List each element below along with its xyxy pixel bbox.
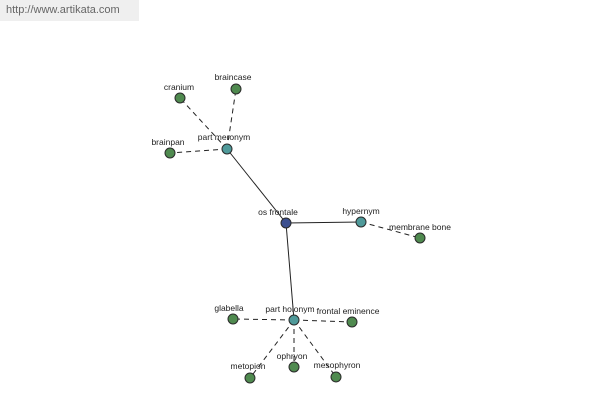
node-label-frontal-eminence[interactable]: frontal eminence [317,306,380,316]
node-label-part-holonym[interactable]: part holonym [265,304,314,314]
node-label-braincase[interactable]: braincase [215,72,252,82]
edge-part-meronym-to-cranium [179,97,228,150]
node-label-brainpan[interactable]: brainpan [151,137,184,147]
node-part-holonym[interactable] [288,314,300,326]
edge-part-holonym-to-glabella [232,318,295,321]
edge-part-meronym-to-braincase [226,88,237,150]
nodes-layer [164,83,426,384]
edge-os-frontale-to-part-holonym [285,222,295,321]
node-label-membrane-bone[interactable]: membrane bone [389,222,451,232]
edges-layer [169,88,421,379]
edge-part-holonym-to-frontal-eminence [293,319,353,323]
node-label-hypernym[interactable]: hypernym [342,206,379,216]
node-frontal-eminence[interactable] [346,316,358,328]
site-link[interactable]: http://www.artikata.com [6,4,120,16]
labels-layer: os frontale part meronym hypernym part holo… [151,72,451,371]
node-mesophyron[interactable] [330,371,342,383]
node-label-os-frontale[interactable]: os frontale [258,207,298,217]
edge-part-holonym-to-mesophyron [293,319,337,378]
node-ophryon[interactable] [288,361,300,373]
node-label-ophryon[interactable]: ophryon [277,351,308,361]
node-os-frontale[interactable] [280,217,292,229]
edge-os-frontale-to-hypernym [285,221,362,224]
site-banner: http://www.artikata.com [0,0,139,21]
node-label-part-meronym[interactable]: part meronym [198,132,250,142]
node-cranium[interactable] [174,92,186,104]
node-brainpan[interactable] [164,147,176,159]
node-part-meronym[interactable] [221,143,233,155]
node-metopion[interactable] [244,372,256,384]
edge-part-holonym-to-metopion [249,319,295,379]
node-hypernym[interactable] [355,216,367,228]
node-glabella[interactable] [227,313,239,325]
node-label-metopion[interactable]: metopion [231,361,266,371]
edge-os-frontale-to-part-meronym [226,148,287,224]
node-label-cranium[interactable]: cranium [164,82,194,92]
node-label-glabella[interactable]: glabella [214,303,244,313]
node-membrane-bone[interactable] [414,232,426,244]
node-braincase[interactable] [230,83,242,95]
node-label-mesophyron[interactable]: mesophyron [314,360,361,370]
edge-part-meronym-to-brainpan [169,148,228,154]
edge-hypernym-to-membrane-bone [360,221,421,239]
